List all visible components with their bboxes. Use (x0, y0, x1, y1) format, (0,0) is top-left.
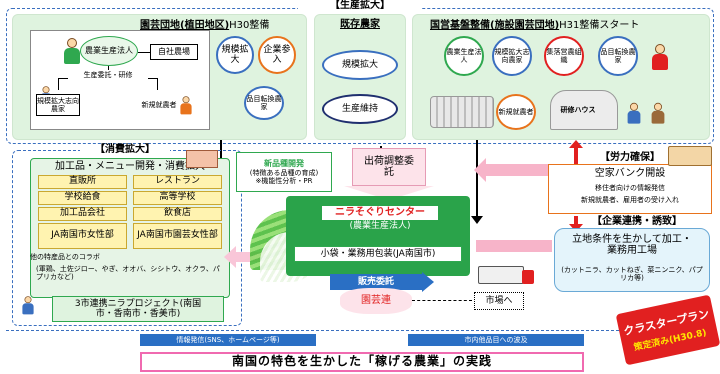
consumption-cell: JA南国市女性部 (38, 223, 127, 249)
consumption-cell: 学校給食 (38, 191, 127, 205)
kokuei-circle-group: 集落営農組織 (544, 36, 584, 76)
engei-bubble-company: 企業参入 (258, 36, 296, 74)
engei-relation: 生産委託・研修 (68, 70, 148, 80)
cluster-stamp: クラスタープラン 策定済み(H30.8) (615, 294, 720, 366)
project-box: 3市連携ニラプロジェクト(南国市・香南市・香美市) (52, 296, 224, 322)
engei-center-oval: 農業生産法人 (80, 36, 138, 66)
bottom-left-banner: 情報発信(SNS、ホームページ等) (140, 334, 316, 346)
truck-cab-icon (522, 270, 534, 284)
kokuei-title: 国営基盤整備(施設園芸団地) (430, 20, 560, 31)
worker-icon-2 (650, 102, 666, 125)
engei-link-line (138, 52, 150, 53)
kison-title: 既存農家 (340, 19, 380, 31)
arrow-right-head (471, 216, 483, 224)
child-icon (21, 296, 35, 316)
collab-line: 他の特産品とのコラボ (30, 252, 100, 261)
center-title: ニラそぐりセンター (322, 206, 438, 220)
consumption-cell: 飲食店 (133, 207, 222, 221)
new-variety-box: 新品種開発 (特徴ある品種の育成) ※機能性分析・PR (236, 152, 332, 192)
houses-icon (668, 146, 712, 166)
labor-d1: 移住者向けの情報発信 (595, 183, 665, 192)
sales-consign-head (422, 272, 434, 292)
training-house-icon (550, 90, 618, 130)
kokuei-newfarmer: 新規就農者 (496, 94, 536, 130)
engei-heading: 園芸団地(植田地区)H30整備 (140, 16, 269, 31)
engeiren-arrow (412, 300, 472, 301)
engei-bubble-scale: 規模拡大 (216, 36, 254, 74)
engei-year: H30整備 (229, 20, 270, 31)
kokuei-training: 研修ハウス (560, 105, 596, 114)
consumption-cell: JA南国市園芸女性部 (133, 223, 222, 249)
bottom-dashed-line (6, 330, 714, 331)
farmer-icon-kokuei (650, 44, 670, 72)
consumption-cell: 加工品会社 (38, 207, 127, 221)
truck-icon (478, 266, 524, 284)
labor-left-arrow-head (474, 158, 486, 182)
shipping-box: 出荷調整委託 (352, 148, 426, 186)
collab-detail: (軍鶏、土佐ジロー、やぎ、オオバ、シシトウ、オクラ、パプリカなど) (36, 264, 220, 281)
consumption-subtitle: 加工品・メニュー開発・消費拡大 (55, 161, 205, 173)
labor-arrow-shaft (574, 146, 578, 170)
school-icon (186, 150, 218, 168)
labor-arrow-head (569, 140, 583, 148)
engei-right-person: 新規就農者 (140, 94, 178, 116)
kokuei-year: H31整備スタート (559, 20, 640, 31)
engei-own-farm: 自社農場 (150, 44, 198, 60)
consumption-cell: 高等学校 (133, 191, 222, 205)
labor-d2: 新規就農者、雇用者の受け入れ (581, 195, 679, 204)
engei-left-person: 規模拡大志向農家 (36, 94, 80, 116)
kokuei-heading: 国営基盤整備(施設園芸団地)H31整備スタート (430, 16, 639, 31)
labor-bank: 空家バンク開設 (594, 168, 666, 180)
kison-oval-scale: 規模拡大 (322, 50, 398, 80)
new-variety-detail: (特徴ある品種の育成) (249, 168, 319, 177)
kokuei-circle-convert: 品目転換農家 (598, 36, 638, 76)
production-expansion-title: 【生産拡大】 (298, 0, 422, 12)
kison-oval-maintain: 生産維持 (322, 94, 398, 124)
consumption-title: 【消費拡大】 (80, 144, 170, 156)
kokuei-circle-scale: 規模拡大志向農家 (492, 36, 532, 76)
consumption-cell: 直販所 (38, 175, 127, 189)
company-left-arrow (476, 240, 552, 252)
bottom-right-banner: 市内他品目への波及 (408, 334, 584, 346)
market-box: 市場へ (474, 292, 524, 310)
slogan-box: 南国の特色を生かした「稼げる農業」の実践 (140, 352, 584, 372)
company-detail: (カットニラ、カットねぎ、菜ニンニク、パプリカ等) (561, 265, 703, 282)
new-variety-note: ※機能性分析・PR (255, 176, 313, 185)
labor-left-arrow (486, 164, 548, 176)
farmer-icon-center (62, 38, 82, 66)
engei-title: 園芸団地(植田地区) (140, 20, 230, 31)
engeiren-oval: 園芸連 (340, 288, 412, 314)
packaging-box: 小袋・業務用包装(JA南国市) (294, 246, 462, 262)
worker-icon-1 (626, 102, 642, 125)
company-title: 【企業連携・誘致】 (592, 216, 682, 228)
labor-box (548, 164, 712, 214)
greenhouse-field-icon (430, 96, 494, 128)
company-box (554, 228, 710, 292)
labor-title: 【労力確保】 (600, 152, 660, 164)
company-body: 立地条件を生かして加工・業務用工場 (572, 233, 692, 257)
sales-consign-banner: 販売委託 (330, 274, 422, 290)
center-sub: (農業生産法人) (349, 220, 411, 231)
farmer-icon-right (179, 96, 193, 116)
new-variety-title: 新品種開発 (264, 159, 304, 169)
kokuei-circle-corp: 農業生産法人 (444, 36, 484, 76)
arrow-to-consumption-head (224, 246, 236, 268)
engei-bubble-convert: 品目転換農家 (244, 86, 284, 120)
consumption-cell: レストラン (133, 175, 222, 189)
company-arrow-shaft (574, 216, 578, 226)
